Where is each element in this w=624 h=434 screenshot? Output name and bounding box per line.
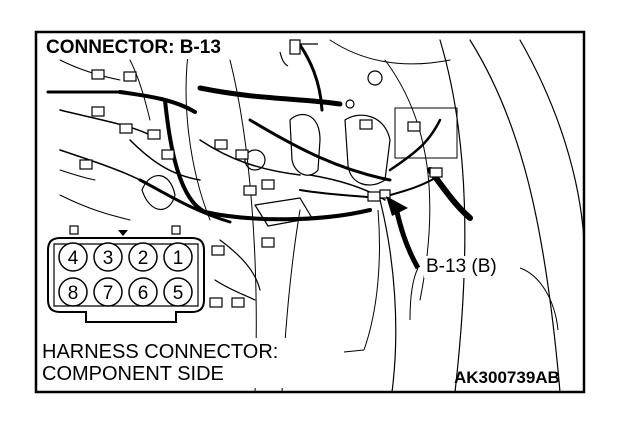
connector-face: 4 3 2 1 8 7 6 5 xyxy=(46,225,206,334)
caption-line-1: HARNESS CONNECTOR: xyxy=(42,341,279,363)
pin-8-cavity xyxy=(58,277,88,307)
connector-title: CONNECTOR: B-13 xyxy=(44,37,223,59)
connector-callout-label: B-13 (B) xyxy=(424,256,499,278)
pin-label: 2 xyxy=(138,248,149,269)
pin-label: 4 xyxy=(68,248,79,269)
pin-4-cavity xyxy=(58,242,88,272)
pin-5-cavity xyxy=(163,277,193,307)
small-connectors xyxy=(79,69,443,308)
pin-label: 1 xyxy=(173,248,184,269)
caption-line-2: COMPONENT SIDE xyxy=(42,363,224,385)
pin-7-cavity xyxy=(93,277,123,307)
pin-6-cavity xyxy=(128,277,158,307)
b13-pointer xyxy=(343,196,559,353)
pin-3-cavity xyxy=(93,242,123,272)
figure-code: AK300739AB xyxy=(454,368,560,387)
pin-label: 6 xyxy=(138,283,149,304)
pin-label: 3 xyxy=(103,248,114,269)
connector-key-mark xyxy=(118,230,128,236)
pin-2-cavity xyxy=(128,242,158,272)
caption-backdrop xyxy=(40,338,344,388)
pin-label: 7 xyxy=(103,283,114,304)
connector-symbol-icon xyxy=(279,39,318,67)
pin-label: 5 xyxy=(173,283,184,304)
pin-1-cavity xyxy=(163,242,193,272)
pin-label: 8 xyxy=(68,283,79,304)
